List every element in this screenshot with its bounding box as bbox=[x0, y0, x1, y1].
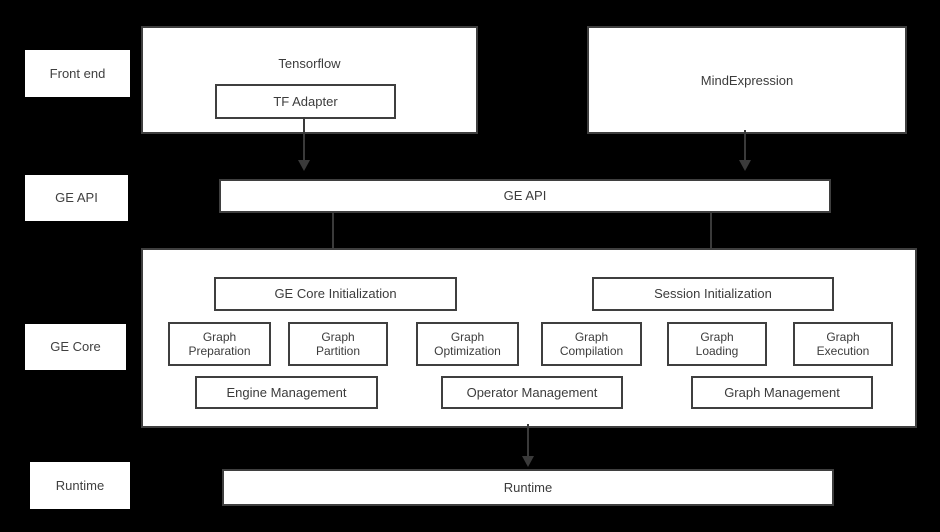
connector-mindexpression-to-ge-api-arrow bbox=[739, 160, 751, 171]
framework-panel-mindexpression[interactable]: MindExpression bbox=[587, 26, 907, 134]
ge-api-bar[interactable]: GE API bbox=[219, 179, 831, 213]
graph-execution-box[interactable]: Graph Execution bbox=[793, 322, 893, 366]
connector-ge-api-to-ge-core-init-line bbox=[332, 213, 334, 263]
ge-core-panel[interactable]: GE Core Initialization Session Initializ… bbox=[141, 248, 917, 428]
connector-tf-adapter-to-ge-api-line bbox=[303, 117, 305, 162]
operator-management-label: Operator Management bbox=[466, 384, 598, 400]
graph-loading-box[interactable]: Graph Loading bbox=[667, 322, 767, 366]
tier-label-front-end: Front end bbox=[25, 50, 130, 97]
graph-preparation-box[interactable]: Graph Preparation bbox=[168, 322, 271, 366]
tf-adapter-box[interactable]: TF Adapter bbox=[215, 84, 396, 119]
ge-core-initialization-label: GE Core Initialization bbox=[274, 286, 397, 302]
graph-optimization-label: Graph Optimization bbox=[434, 329, 501, 358]
tier-label-ge-api-text: GE API bbox=[55, 190, 98, 206]
operator-management-box[interactable]: Operator Management bbox=[441, 376, 623, 409]
graph-compilation-label: Graph Compilation bbox=[559, 329, 624, 358]
runtime-bar[interactable]: Runtime bbox=[222, 469, 834, 506]
tier-label-ge-api: GE API bbox=[25, 175, 128, 221]
graph-preparation-label: Graph Preparation bbox=[188, 329, 251, 358]
graph-management-box[interactable]: Graph Management bbox=[691, 376, 873, 409]
tf-adapter-label: TF Adapter bbox=[273, 93, 338, 109]
graph-partition-box[interactable]: Graph Partition bbox=[288, 322, 388, 366]
framework-title-tensorflow: Tensorflow bbox=[278, 56, 341, 71]
framework-title-mindexpression: MindExpression bbox=[700, 73, 794, 88]
framework-panel-tensorflow[interactable]: Tensorflow TF Adapter bbox=[141, 26, 478, 134]
runtime-bar-label: Runtime bbox=[503, 479, 553, 495]
tier-label-ge-core-text: GE Core bbox=[50, 339, 101, 355]
connector-tf-adapter-to-ge-api-arrow bbox=[298, 160, 310, 171]
tier-label-runtime-text: Runtime bbox=[55, 477, 105, 493]
tier-label-ge-core: GE Core bbox=[25, 324, 126, 370]
connector-ge-core-to-runtime-arrow bbox=[522, 456, 534, 467]
session-initialization-box[interactable]: Session Initialization bbox=[592, 277, 834, 311]
graph-execution-label: Graph Execution bbox=[816, 329, 870, 358]
ge-api-bar-label: GE API bbox=[503, 188, 547, 204]
tier-label-front-end-text: Front end bbox=[49, 65, 106, 81]
graph-loading-label: Graph Loading bbox=[695, 329, 739, 358]
graph-management-label: Graph Management bbox=[724, 384, 840, 400]
engine-management-label: Engine Management bbox=[226, 384, 347, 400]
ge-core-initialization-box[interactable]: GE Core Initialization bbox=[214, 277, 457, 311]
session-initialization-label: Session Initialization bbox=[654, 286, 772, 302]
engine-management-box[interactable]: Engine Management bbox=[195, 376, 378, 409]
connector-ge-api-to-session-init-line bbox=[710, 213, 712, 263]
graph-optimization-box[interactable]: Graph Optimization bbox=[416, 322, 519, 366]
graph-partition-label: Graph Partition bbox=[315, 329, 361, 358]
connector-mindexpression-to-ge-api-line bbox=[744, 130, 746, 162]
connector-ge-core-to-runtime-line bbox=[527, 424, 529, 458]
graph-compilation-box[interactable]: Graph Compilation bbox=[541, 322, 642, 366]
tier-label-runtime: Runtime bbox=[30, 462, 130, 509]
